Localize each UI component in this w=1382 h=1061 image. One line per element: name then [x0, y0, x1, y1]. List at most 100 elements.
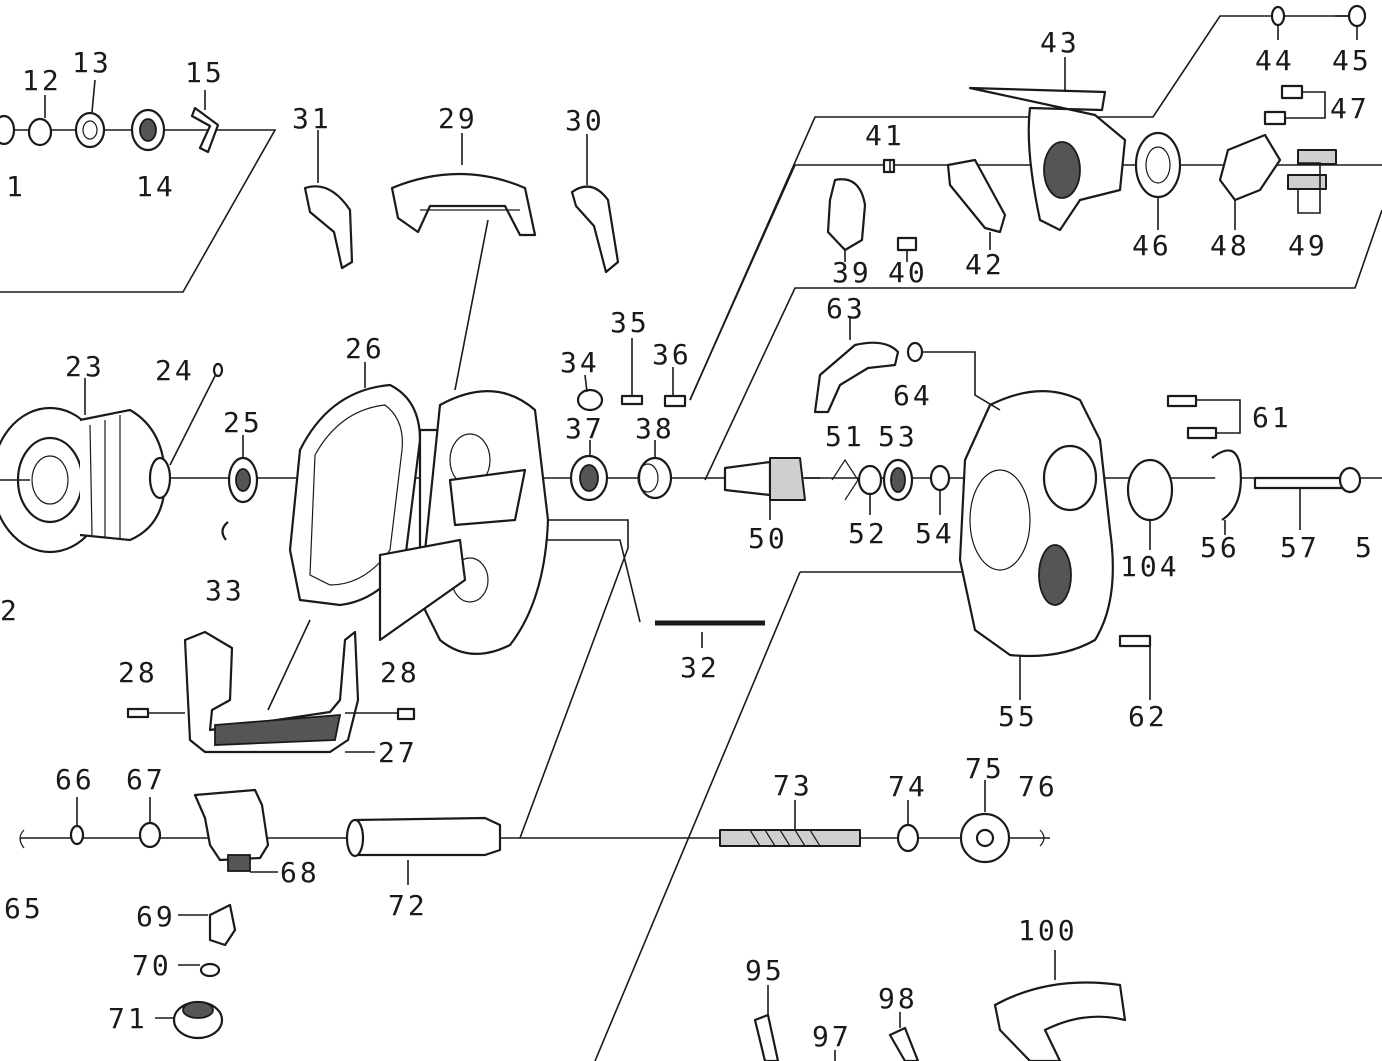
part-67-bushing	[138, 821, 162, 849]
part-26-frame	[288, 383, 422, 607]
part-55-side-cover	[958, 390, 1114, 658]
label-104: 104	[1120, 550, 1180, 583]
label-1: 1	[6, 170, 26, 203]
part-64-washer	[906, 341, 924, 363]
label-23: 23	[65, 350, 105, 383]
part-36-pin	[663, 394, 687, 408]
label-42: 42	[965, 248, 1005, 281]
label-45: 45	[1332, 44, 1372, 77]
part-51-clip	[831, 458, 859, 501]
label-32: 32	[680, 651, 720, 684]
label-35: 35	[610, 306, 650, 339]
part-104-oring	[1126, 458, 1174, 522]
label-28-left: 28	[118, 656, 158, 689]
label-31: 31	[292, 102, 332, 135]
label-61: 61	[1252, 401, 1292, 434]
part-34-bushing	[576, 388, 604, 412]
label-14: 14	[136, 170, 176, 203]
label-63: 63	[826, 292, 866, 325]
part-56-clip	[1211, 449, 1242, 521]
label-28-right: 28	[380, 656, 420, 689]
label-39: 39	[832, 256, 872, 289]
label-68: 68	[280, 856, 320, 889]
part-62-screw	[1118, 634, 1152, 648]
part-39-lever	[826, 178, 867, 252]
part-66-oring	[69, 824, 85, 846]
label-70: 70	[132, 949, 172, 982]
label-55: 55	[998, 700, 1038, 733]
part-57-shaft	[1253, 476, 1347, 490]
part-100-handle	[993, 981, 1127, 1061]
part-98-spring	[888, 1026, 920, 1061]
part-95-clip	[753, 1013, 780, 1061]
label-74: 74	[888, 770, 928, 803]
part-76-clip	[1039, 829, 1045, 847]
label-57: 57	[1280, 531, 1320, 564]
label-13: 13	[72, 46, 112, 79]
part-28-screw-left	[126, 707, 185, 719]
label-12: 12	[22, 64, 62, 97]
part-50-pinion	[723, 460, 772, 497]
part-1-nut	[0, 114, 16, 146]
part-42-plate	[946, 158, 1007, 234]
label-67: 67	[126, 763, 166, 796]
part-63-lever	[813, 341, 900, 414]
part-73-worm-shaft	[719, 829, 861, 847]
label-73: 73	[773, 769, 813, 802]
label-75: 75	[965, 752, 1005, 785]
label-47: 47	[1330, 92, 1370, 125]
part-13-bearing	[74, 111, 106, 149]
part-35-spring	[620, 394, 644, 406]
part-41-pin	[882, 158, 896, 174]
label-41: 41	[865, 119, 905, 152]
part-40-screw	[896, 236, 918, 252]
label-98: 98	[878, 982, 918, 1015]
label-38: 38	[635, 412, 675, 445]
part-15-clip	[190, 106, 220, 154]
label-64: 64	[893, 379, 933, 412]
part-72-tube	[353, 816, 502, 857]
label-48: 48	[1210, 229, 1250, 262]
label-26: 26	[345, 332, 385, 365]
part-75-gear	[959, 812, 1011, 864]
label-15: 15	[185, 56, 225, 89]
label-50: 50	[748, 522, 788, 555]
part-48-arm	[1218, 133, 1282, 202]
label-37: 37	[565, 412, 605, 445]
part-68-level-wind	[193, 788, 270, 862]
part-65-clip	[19, 829, 25, 849]
part-46-plate	[1134, 131, 1182, 199]
label-69: 69	[136, 900, 176, 933]
label-100: 100	[1018, 914, 1078, 947]
label-36: 36	[652, 338, 692, 371]
label-27: 27	[378, 736, 418, 769]
label-51: 51	[825, 420, 865, 453]
part-31-pawl	[303, 185, 354, 270]
part-49-springs	[1287, 149, 1337, 190]
part-labels: 1 12 13 14 15 31 29 30 23 24 25 26 2 33 …	[0, 26, 1375, 1053]
part-52-washer	[857, 464, 883, 496]
label-44: 44	[1255, 44, 1295, 77]
label-66: 66	[55, 763, 95, 796]
label-95: 95	[745, 954, 785, 987]
part-12-washer	[27, 117, 53, 147]
label-25: 25	[223, 406, 263, 439]
part-74-bushing	[896, 823, 920, 853]
part-54-bushing	[929, 464, 951, 492]
part-30-pawl	[570, 185, 620, 274]
part-69-pawl	[208, 903, 237, 947]
label-52: 52	[848, 517, 888, 550]
part-45-screw	[1335, 4, 1367, 28]
label-24: 24	[155, 354, 195, 387]
part-28-screw-right	[345, 707, 416, 721]
label-97: 97	[812, 1020, 852, 1053]
part-38-collar	[637, 456, 673, 500]
part-44-washer	[1270, 5, 1286, 27]
label-5: 5	[1355, 531, 1375, 564]
label-2: 2	[0, 594, 20, 627]
part-29-cover	[390, 172, 537, 237]
label-53: 53	[878, 420, 918, 453]
part-33-clip	[221, 521, 229, 541]
label-65: 65	[4, 892, 44, 925]
